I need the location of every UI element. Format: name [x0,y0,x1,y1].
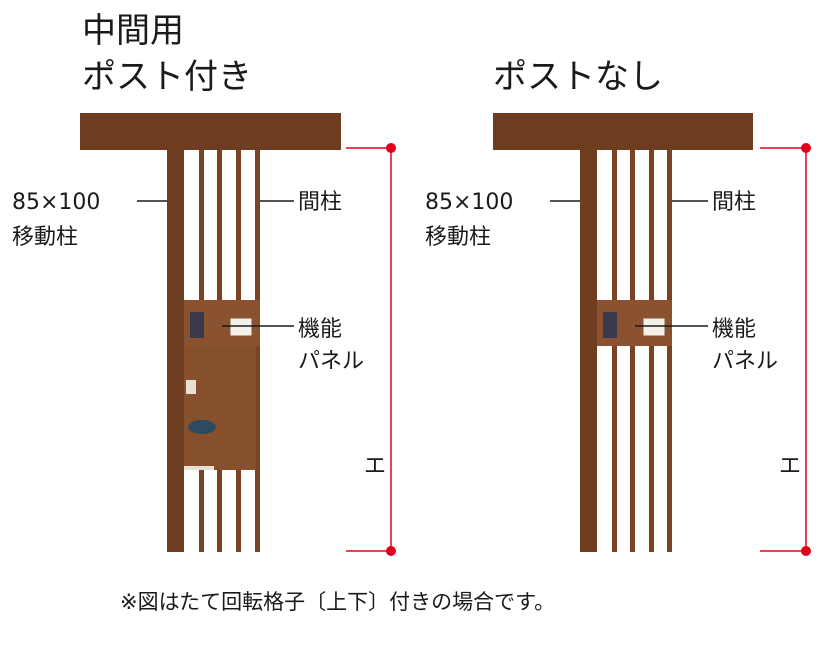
left-height-label: エ [364,454,386,479]
right-stud-label: 間柱 [712,190,756,215]
intercom-icon [190,312,204,338]
footnote: ※図はたて回転格子〔上下〕付きの場合です。 [120,590,555,614]
left-height-dimension [346,147,392,552]
right-post-size: 85×100 [425,190,513,215]
mail-slot-icon [186,380,196,394]
nameplate-icon [642,317,666,337]
left-title-line1: 中間用 [82,11,184,51]
right-top-beam [493,113,753,150]
right-movable-post [580,150,597,552]
left-panel-label-1: 機能 [298,317,342,342]
left-title-line2: ポスト付き [82,57,252,97]
intercom-icon [603,312,617,338]
right-height-dimension [760,147,807,552]
left-post-size: 85×100 [12,190,100,215]
right-slats [612,150,672,552]
right-height-label: エ [779,454,801,479]
right-post-label: 移動柱 [425,225,491,250]
left-top-beam [80,113,341,150]
left-movable-post [167,150,184,552]
left-diagram: 中間用 ポスト付き 85×100 移動柱 間柱 機能 パネル エ [12,11,396,556]
mailbox-post [184,346,256,470]
right-title: ポストなし [493,57,663,97]
left-post-label: 移動柱 [12,225,78,250]
nameplate-icon [229,317,253,337]
left-panel-label-2: パネル [298,349,364,374]
left-stud-label: 間柱 [298,190,342,215]
right-diagram: ポストなし 85×100 移動柱 間柱 機能 パネル エ [425,57,811,556]
lamp-icon [188,420,216,434]
mailbox-bottom [184,466,214,470]
right-panel-label-1: 機能 [712,317,756,342]
right-panel-label-2: パネル [712,349,778,374]
